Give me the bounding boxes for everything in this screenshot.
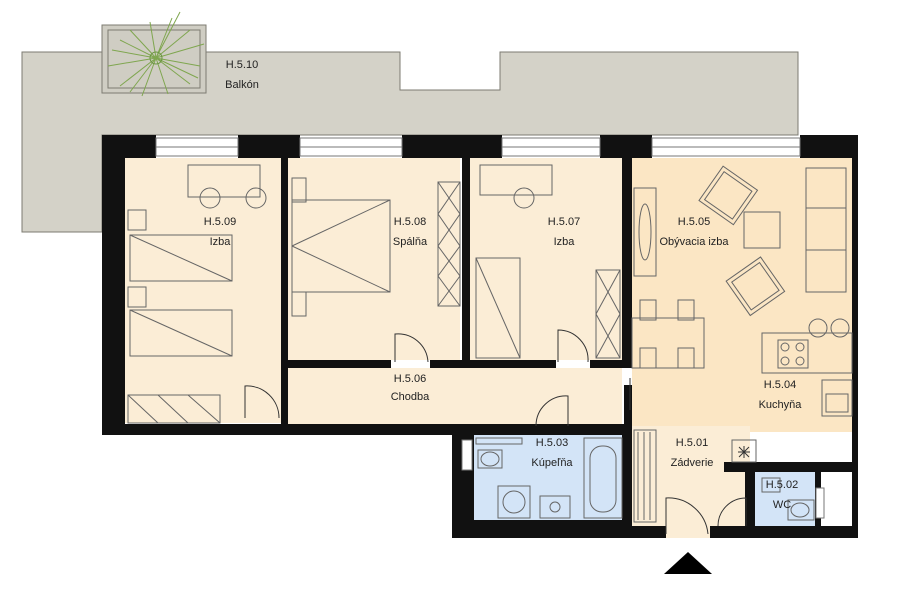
door-h502[interactable] <box>717 497 747 527</box>
room-floors <box>125 158 852 538</box>
door-h503[interactable] <box>535 395 569 427</box>
room-code-h502: H.5.02 <box>766 479 798 491</box>
shaft-asterisk-icon <box>738 446 750 458</box>
floor-h505-h504 <box>632 158 852 470</box>
balcony <box>21 11 799 233</box>
doors[interactable] <box>244 329 747 535</box>
furniture <box>127 164 853 523</box>
room-code-h508: H.5.08 <box>394 216 426 228</box>
floor-h501 <box>632 426 750 538</box>
floor-h509 <box>125 158 285 423</box>
room-name-h507: Izba <box>554 236 576 248</box>
room-name-h501: Zádverie <box>671 457 714 469</box>
door-h509[interactable] <box>244 385 280 419</box>
room-name-h508: Spálňa <box>393 236 428 248</box>
room-name-h503: Kúpeľňa <box>531 457 573 469</box>
room-code-h507: H.5.07 <box>548 216 580 228</box>
floor-h503 <box>474 434 624 520</box>
floor-h508 <box>288 158 460 360</box>
room-name-h504: Kuchyňa <box>759 399 803 411</box>
floor-h506 <box>288 368 622 424</box>
floor-h507 <box>470 158 622 360</box>
floor-h502 <box>755 470 817 528</box>
room-code-h504: H.5.04 <box>764 379 796 391</box>
room-code-h509: H.5.09 <box>204 216 236 228</box>
plant-icon <box>107 11 205 97</box>
windows <box>155 137 825 519</box>
room-code-h505: H.5.05 <box>678 216 710 228</box>
balcony-slab <box>21 51 799 233</box>
room-code-balcony: H.5.10 <box>226 59 258 71</box>
door-h507[interactable] <box>557 329 589 363</box>
door-entrance[interactable] <box>665 497 709 535</box>
room-name-h506: Chodba <box>391 391 430 403</box>
room-labels: H.5.10 Balkón H.5.09 Izba H.5.08 Spálňa … <box>204 59 802 511</box>
room-code-h506: H.5.06 <box>394 373 426 385</box>
room-name-h509: Izba <box>210 236 232 248</box>
room-code-h503: H.5.03 <box>536 437 568 449</box>
room-name-h502: WC <box>773 499 791 511</box>
entrance-arrow-icon <box>664 552 712 574</box>
walls <box>102 135 858 538</box>
room-name-h505: Obývacia izba <box>659 236 729 248</box>
room-name-balcony: Balkón <box>225 79 259 91</box>
door-h508[interactable] <box>394 333 429 363</box>
room-code-h501: H.5.01 <box>676 437 708 449</box>
